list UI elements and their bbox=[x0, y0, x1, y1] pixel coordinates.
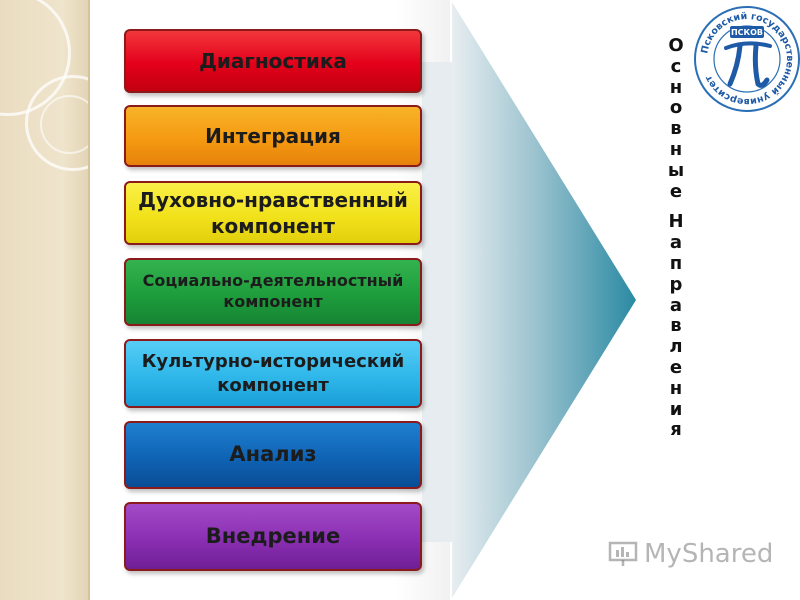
title-letter: а bbox=[669, 232, 683, 254]
step-cultural-historical-component-label: Культурно-исторический компонент bbox=[141, 351, 405, 396]
title-letter: ы bbox=[667, 159, 685, 181]
title-letter: о bbox=[669, 97, 683, 119]
title-letter: е bbox=[669, 356, 683, 378]
step-diagnostics-label: Диагностика bbox=[199, 49, 347, 73]
step-implementation-label: Внедрение bbox=[205, 523, 341, 548]
step-integration-label: Интеграция bbox=[205, 124, 341, 148]
title-letter: Н bbox=[668, 211, 684, 233]
title-letter: л bbox=[669, 336, 683, 358]
title-letter: н bbox=[669, 138, 683, 160]
vertical-title: О с н о в н ы е Н а п р а в л е н и я bbox=[658, 35, 694, 441]
presentation-icon bbox=[608, 541, 638, 566]
step-analysis-label: Анализ bbox=[229, 442, 317, 467]
title-letter: с bbox=[670, 55, 682, 77]
step-social-activity-component: Социально-деятельностный компонент bbox=[124, 258, 422, 326]
watermark: MyShared bbox=[608, 534, 773, 574]
step-analysis: Анализ bbox=[124, 421, 422, 489]
title-letter: н bbox=[669, 377, 683, 399]
step-social-activity-component-label: Социально-деятельностный компонент bbox=[142, 271, 404, 311]
title-letter: е bbox=[669, 180, 683, 202]
university-logo: Псковский государственный университет ПС… bbox=[694, 6, 800, 112]
watermark-text: MyShared bbox=[644, 539, 774, 569]
title-letter: н bbox=[669, 76, 683, 98]
title-letter: в bbox=[670, 315, 682, 337]
title-letter: а bbox=[669, 294, 683, 316]
title-letter: п bbox=[669, 252, 683, 274]
title-letter: я bbox=[670, 419, 682, 441]
step-diagnostics: Диагностика bbox=[124, 29, 422, 93]
title-letter: р bbox=[669, 273, 683, 295]
step-cultural-historical-component: Культурно-исторический компонент bbox=[124, 339, 422, 408]
title-letter: в bbox=[670, 118, 682, 140]
title-letter: О bbox=[668, 35, 684, 56]
step-integration: Интеграция bbox=[124, 105, 422, 167]
step-spiritual-moral-component-label: Духовно-нравственный компонент bbox=[138, 188, 408, 238]
step-implementation: Внедрение bbox=[124, 502, 422, 571]
logo-badge-text: ПСКОВ bbox=[731, 28, 763, 37]
title-letter: и bbox=[669, 398, 683, 420]
decorative-circle bbox=[40, 95, 90, 154]
decorative-left-strip bbox=[0, 0, 90, 600]
step-spiritual-moral-component: Духовно-нравственный компонент bbox=[124, 181, 422, 245]
